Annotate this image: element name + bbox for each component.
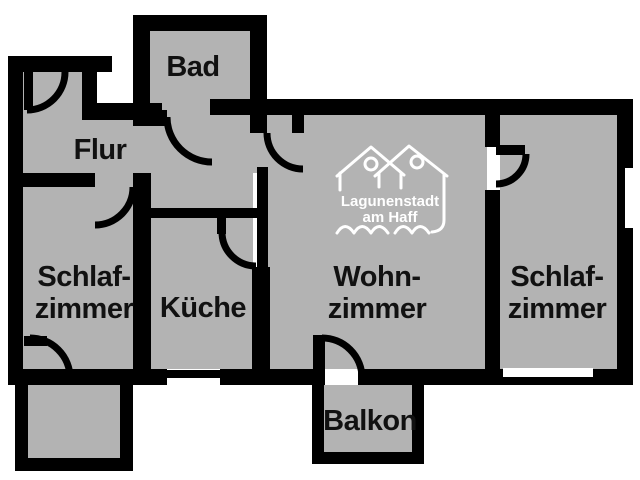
wall-balkon-right (412, 385, 424, 464)
door-wohnzimmer (263, 113, 304, 173)
wall-schlafzimmer-links-kueche (133, 173, 151, 385)
door-schlafzimmer-rechts (495, 145, 530, 188)
logo-text-line1: Lagunenstadt (341, 193, 439, 210)
floor-kueche (150, 125, 253, 369)
wall-terrasse-left (15, 383, 28, 471)
door-terrasse (24, 334, 74, 379)
wall-flur-wohnzimmer-stub (250, 115, 267, 133)
logo: Lagunenstadt am Haff (335, 144, 449, 235)
logo-houses-icon (335, 144, 449, 234)
wall-balkon-bottom (312, 452, 424, 464)
wall-bottom-b (220, 369, 313, 385)
floor-wohnzimmer (267, 115, 487, 369)
door-balkon (313, 334, 366, 385)
walls (8, 15, 633, 471)
floor-schlafzimmer-rechts (500, 115, 630, 369)
floor-terrasse (28, 385, 120, 458)
door-entry (24, 71, 69, 114)
wall-bottom-a (8, 369, 167, 385)
door-bad (163, 116, 213, 166)
wall-right-lower (617, 228, 633, 385)
wall-flur-kueche-thin (150, 208, 258, 218)
room-label-schlafzimmer-rechts-1: Schlaf- (510, 261, 603, 293)
wall-left-outer (8, 56, 23, 385)
wall-kueche-door-jamb (217, 218, 226, 234)
window-schlafzimmer-rechts-ost (617, 168, 640, 228)
room-label-schlafzimmer-rechts-2: zimmer (508, 293, 607, 325)
wall-top-main (210, 99, 633, 115)
door-kueche (218, 231, 257, 270)
door-schlafzimmer-links (94, 186, 137, 229)
wall-flur-schlafzimmer-links (8, 173, 95, 187)
room-label-wohnzimmer-1: Wohn- (333, 261, 420, 293)
room-label-schlafzimmer-links-1: Schlaf- (37, 261, 130, 293)
wall-bad-right (250, 15, 267, 118)
wall-flur-wohnzimmer-thin (257, 167, 268, 267)
room-label-wohnzimmer-2: zimmer (328, 293, 427, 325)
room-label-bad: Bad (166, 51, 219, 83)
wall-bad-bottom-jamb (133, 110, 167, 126)
room-label-flur: Flur (74, 134, 127, 166)
wall-bad-left (133, 15, 150, 126)
wall-kueche-wohnzimmer (252, 267, 270, 385)
wall-wohn-schlaf-upper (485, 115, 500, 147)
room-label-balkon: Balkon (323, 405, 417, 437)
wall-top-left (8, 56, 112, 72)
logo-waves-icon (335, 225, 431, 235)
room-label-schlafzimmer-links-2: zimmer (35, 293, 134, 325)
wall-terrasse-bottom (15, 458, 133, 471)
logo-text-line2: am Haff (362, 209, 418, 226)
wall-right-upper (617, 99, 633, 168)
window-schlafzimmer-rechts-sued (503, 368, 593, 386)
room-label-kueche: Küche (160, 292, 247, 324)
room-labels: Bad Flur Schlaf- zimmer Küche Wohn- zimm… (35, 51, 607, 437)
doors (24, 71, 530, 385)
window-kueche (167, 369, 220, 385)
wall-terrasse-right (120, 383, 133, 471)
wall-bottom-c (358, 369, 503, 385)
floor-areas (20, 30, 630, 458)
wall-balkon-left (312, 385, 324, 464)
floor-balkon (324, 385, 412, 452)
windows (167, 168, 640, 386)
wall-bad-top (133, 15, 267, 31)
wall-wohn-schlaf-lower (485, 190, 500, 385)
